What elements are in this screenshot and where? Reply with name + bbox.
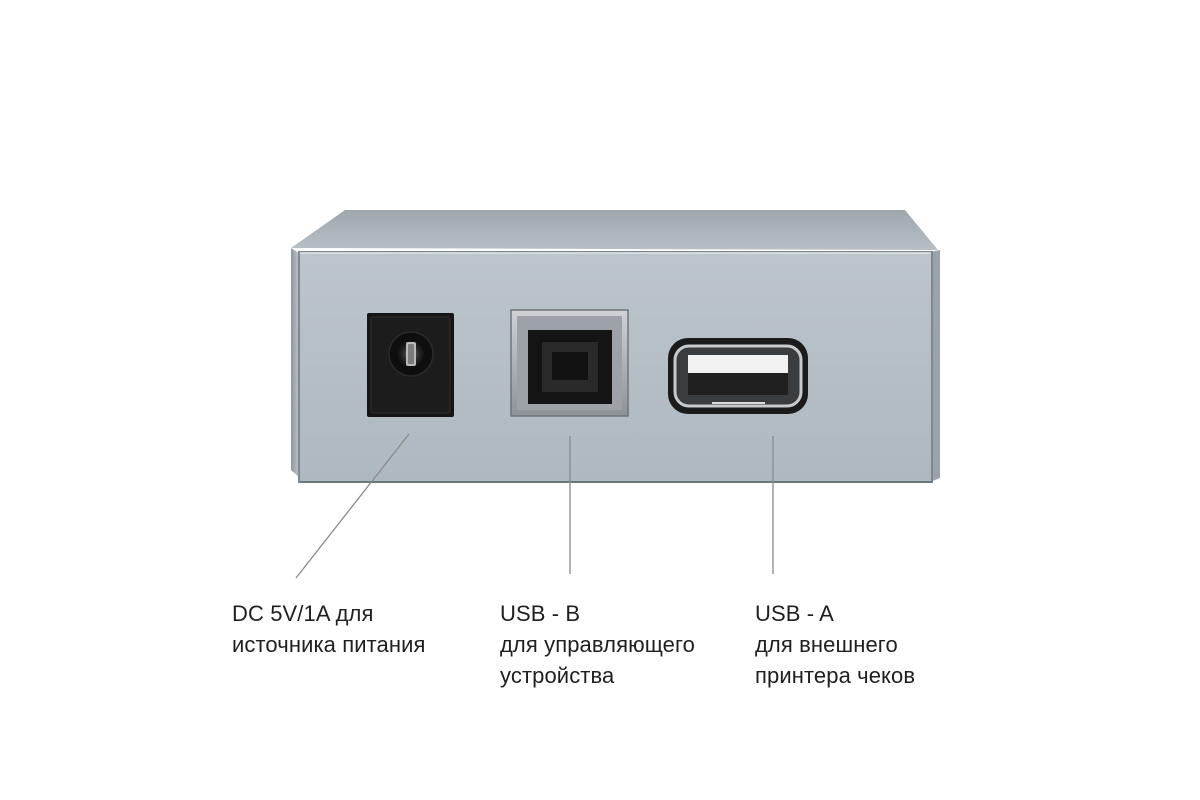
usb-a-caption-line-2: для внешнего (755, 632, 898, 657)
usb-a-caption-line-3: принтера чеков (755, 663, 916, 688)
usb-a-caption: USB - A для внешнего принтера чеков (755, 598, 915, 691)
dc-caption-line-1: DC 5V/1A для (232, 601, 374, 626)
dc-jack-caption: DC 5V/1A для источника питания (232, 598, 426, 660)
usb-b-port (510, 309, 629, 417)
usb-b-caption: USB - B для управляющего устройства (500, 598, 695, 691)
leader-lines (295, 433, 774, 579)
enclosure-left-edge (291, 248, 300, 478)
usb-a-caption-line-1: USB - A (755, 601, 834, 626)
leader-line-dc (295, 433, 410, 579)
usb-a-port (668, 338, 808, 414)
dc-caption-line-2: источника питания (232, 632, 426, 657)
usb-b-caption-line-3: устройства (500, 663, 615, 688)
enclosure-top-face (291, 210, 938, 250)
dc-power-jack (367, 313, 454, 417)
usb-b-caption-line-1: USB - B (500, 601, 581, 626)
usb-b-caption-line-2: для управляющего (500, 632, 695, 657)
